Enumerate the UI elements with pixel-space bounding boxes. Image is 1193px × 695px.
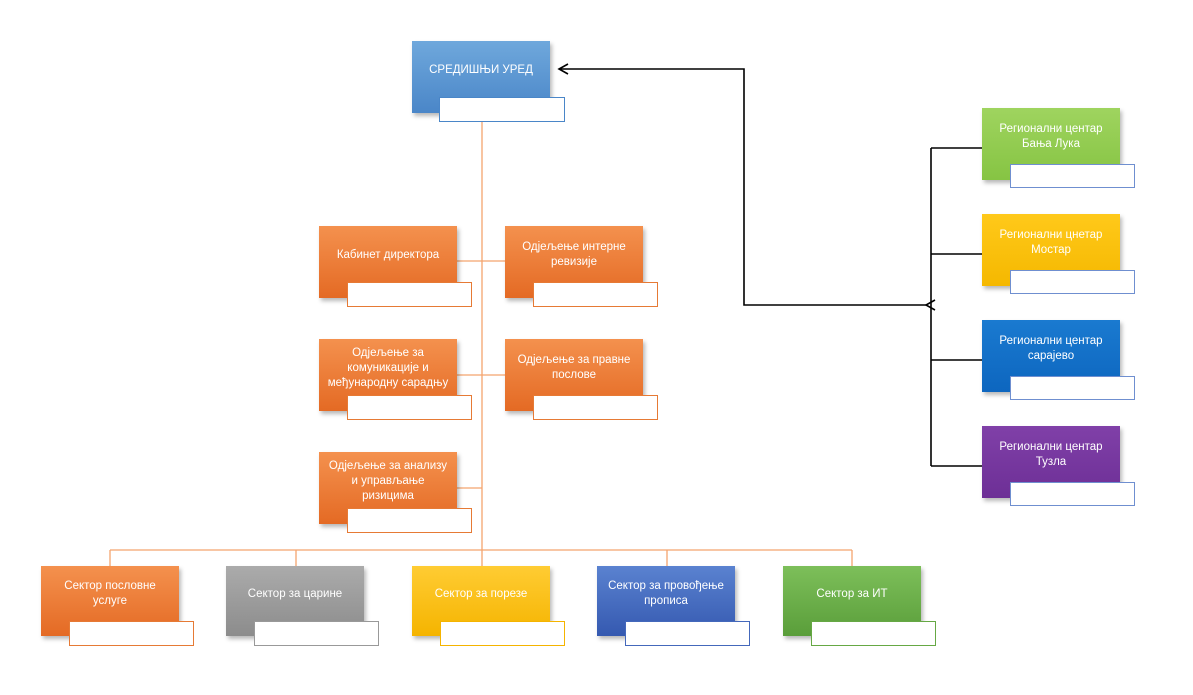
- unit-subbox: [347, 395, 472, 420]
- regional-double-arrow: [557, 63, 936, 311]
- unit-subbox: [533, 395, 658, 420]
- regional-subbox: [1010, 376, 1135, 400]
- regional-subbox: [1010, 270, 1135, 294]
- unit-label: Одјељење за анализу и управљање ризицима: [328, 459, 448, 502]
- regional-label: Регионални центар сарајево: [999, 335, 1103, 362]
- sector-subbox: [69, 621, 194, 646]
- unit-label: Одјељење за правне послове: [517, 354, 631, 381]
- sector-label: Сектор за царине: [247, 587, 343, 600]
- unit-subbox: [347, 282, 472, 307]
- regional-label: Регионални цнетар Мостар: [999, 229, 1103, 256]
- unit-label: Одјељење за комуникације и међународну с…: [327, 346, 449, 389]
- sector-label: Сектор за ИТ: [816, 587, 888, 600]
- sector-subbox: [811, 621, 936, 646]
- unit-box: Одјељење за анализу и управљање ризицима: [319, 452, 457, 524]
- head-office-label: СРЕДИШЊИ УРЕД: [429, 63, 533, 76]
- sector-subbox: [254, 621, 379, 646]
- sector-label: Сектор за порезе: [434, 587, 528, 600]
- sector-label: Сектор пословне услуге: [64, 580, 156, 607]
- unit-label: Кабинет директора: [336, 248, 440, 261]
- regional-subbox: [1010, 482, 1135, 506]
- regional-label: Регионални центар Тузла: [999, 441, 1103, 468]
- head-office-subbox: [439, 97, 565, 122]
- sector-label: Сектор за провођење прописа: [608, 580, 724, 607]
- sector-subbox: [440, 621, 565, 646]
- unit-label: Одјељење интерне ревизије: [522, 241, 626, 268]
- unit-subbox: [533, 282, 658, 307]
- regional-label: Регионални центар Бања Лука: [999, 123, 1103, 150]
- regional-subbox: [1010, 164, 1135, 188]
- unit-subbox: [347, 508, 472, 533]
- regional-box: Регионални центар Бања Лука: [982, 108, 1120, 180]
- sector-subbox: [625, 621, 750, 646]
